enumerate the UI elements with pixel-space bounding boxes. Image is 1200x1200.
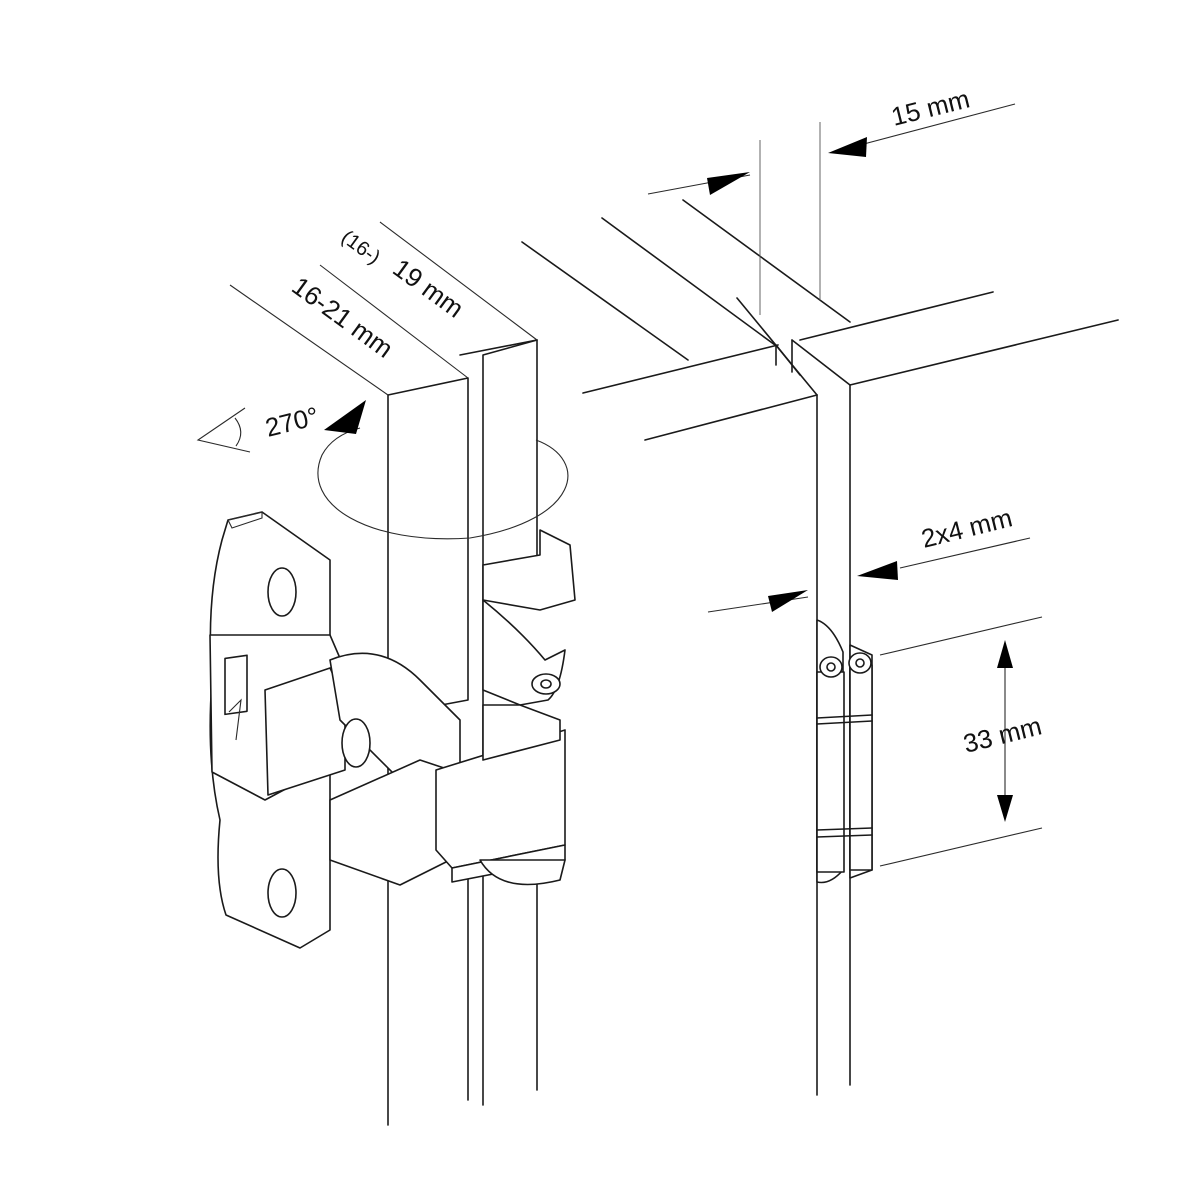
thickness-main-label: 19 mm (387, 253, 469, 324)
hinge-height-label: 33 mm (960, 710, 1044, 758)
offset-label: 15 mm (888, 83, 972, 131)
hinge-mounting-plate (209, 511, 359, 949)
opening-angle-label: 270° (262, 401, 321, 443)
offset-arrow-right-icon (828, 137, 867, 157)
gap-arrow-right-icon (857, 561, 898, 580)
cabinet-top-edges (521, 199, 1119, 441)
left-door-panel (229, 221, 538, 1126)
rotation-arrow-icon (324, 400, 366, 434)
gap-label: 2x4 mm (918, 502, 1015, 553)
gap-arrow-left-icon (768, 590, 808, 612)
thickness-range-label: 16-21 mm (286, 271, 398, 364)
height-dimension (997, 640, 1013, 822)
offset-arrow-left-icon (707, 172, 750, 195)
thickness-prefix-label: (16-) (337, 226, 384, 269)
side-hinge (816, 619, 873, 884)
hinge-arm (329, 652, 566, 886)
angle-icon (196, 407, 251, 453)
hinge-cup (482, 529, 576, 761)
dimension-extension-lines (647, 103, 1043, 867)
rotation-ellipse (317, 427, 569, 540)
